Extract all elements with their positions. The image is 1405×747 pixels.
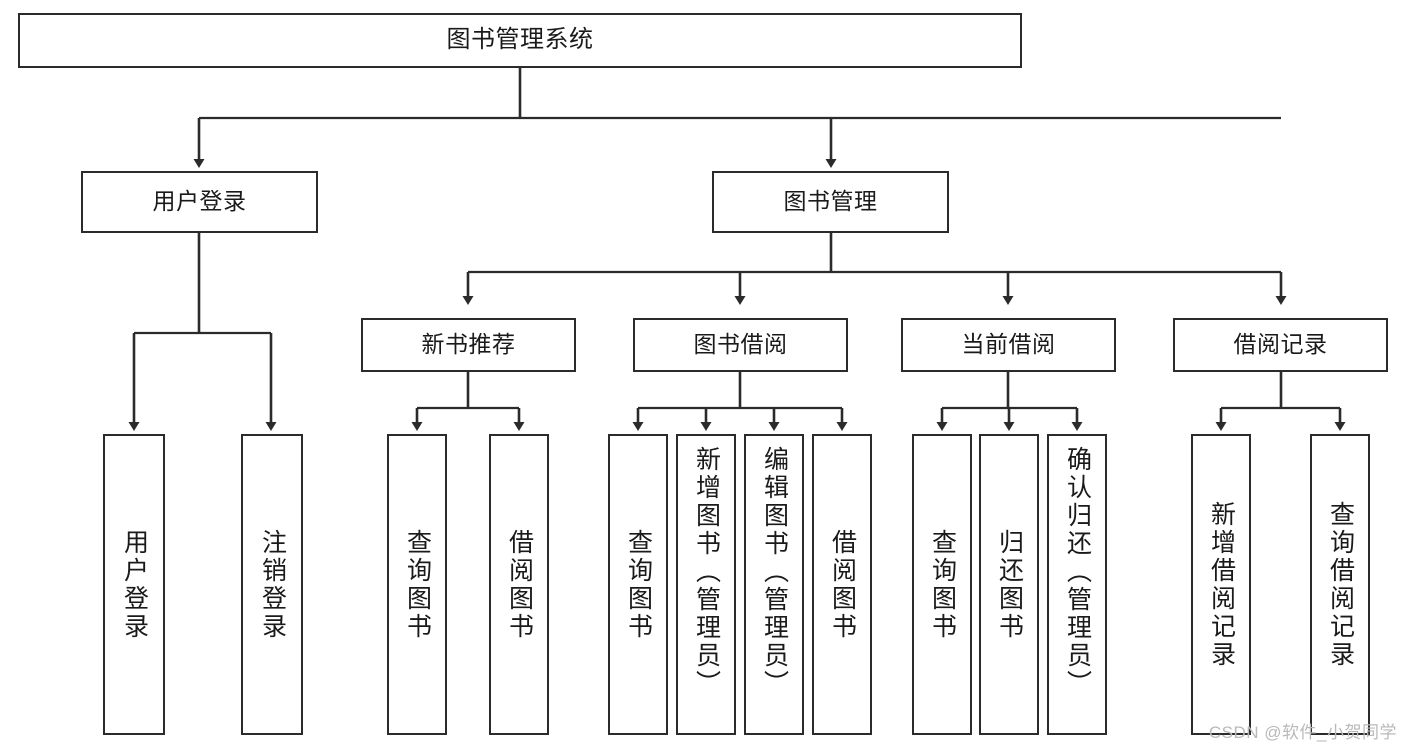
node-leaf-return-book[interactable]: 归还图书 — [979, 434, 1039, 735]
node-leaf-query-book-1-label: 查询图书 — [403, 528, 432, 641]
node-leaf-add-record[interactable]: 新增借阅记录 — [1191, 434, 1251, 735]
node-leaf-query-record-label: 查询借阅记录 — [1326, 500, 1355, 669]
node-book-manage-label: 图书管理 — [783, 188, 878, 215]
node-leaf-add-book[interactable]: 新增图书（管理员） — [676, 434, 736, 735]
node-leaf-user-login[interactable]: 用户登录 — [103, 434, 165, 735]
node-leaf-query-book-3[interactable]: 查询图书 — [912, 434, 972, 735]
node-leaf-confirm-return[interactable]: 确认归还（管理员） — [1047, 434, 1107, 735]
node-user-login[interactable]: 用户登录 — [81, 171, 318, 233]
node-leaf-return-book-label: 归还图书 — [995, 528, 1024, 641]
node-user-login-label: 用户登录 — [152, 188, 247, 215]
node-leaf-add-record-label: 新增借阅记录 — [1207, 500, 1236, 669]
node-leaf-edit-book-label: 编辑图书（管理员） — [760, 446, 789, 698]
node-leaf-borrow-book-2[interactable]: 借阅图书 — [812, 434, 872, 735]
node-book-borrow-label: 图书借阅 — [693, 331, 788, 358]
node-leaf-borrow-book-1[interactable]: 借阅图书 — [489, 434, 549, 735]
node-new-book-recommend-label: 新书推荐 — [421, 331, 516, 358]
node-leaf-confirm-return-label: 确认归还（管理员） — [1063, 446, 1092, 698]
node-root[interactable]: 图书管理系统 — [18, 13, 1022, 68]
node-leaf-borrow-book-2-label: 借阅图书 — [828, 528, 857, 641]
node-leaf-query-book-2-label: 查询图书 — [624, 528, 653, 641]
node-current-borrow-label: 当前借阅 — [961, 331, 1056, 358]
node-leaf-add-book-label: 新增图书（管理员） — [692, 446, 721, 698]
node-leaf-edit-book[interactable]: 编辑图书（管理员） — [744, 434, 804, 735]
node-current-borrow[interactable]: 当前借阅 — [901, 318, 1116, 372]
node-leaf-borrow-book-1-label: 借阅图书 — [505, 528, 534, 641]
node-root-label: 图书管理系统 — [446, 26, 594, 54]
node-borrow-record[interactable]: 借阅记录 — [1173, 318, 1388, 372]
node-leaf-logout-label: 注销登录 — [258, 528, 287, 641]
node-leaf-user-login-label: 用户登录 — [120, 528, 149, 641]
node-leaf-query-book-1[interactable]: 查询图书 — [387, 434, 447, 735]
node-borrow-record-label: 借阅记录 — [1233, 331, 1328, 358]
node-leaf-query-record[interactable]: 查询借阅记录 — [1310, 434, 1370, 735]
node-leaf-query-book-3-label: 查询图书 — [928, 528, 957, 641]
node-book-borrow[interactable]: 图书借阅 — [633, 318, 848, 372]
csdn-watermark: CSDN @软件_小贺同学 — [1208, 723, 1397, 742]
node-leaf-logout[interactable]: 注销登录 — [241, 434, 303, 735]
node-new-book-recommend[interactable]: 新书推荐 — [361, 318, 576, 372]
node-leaf-query-book-2[interactable]: 查询图书 — [608, 434, 668, 735]
node-book-manage[interactable]: 图书管理 — [712, 171, 949, 233]
